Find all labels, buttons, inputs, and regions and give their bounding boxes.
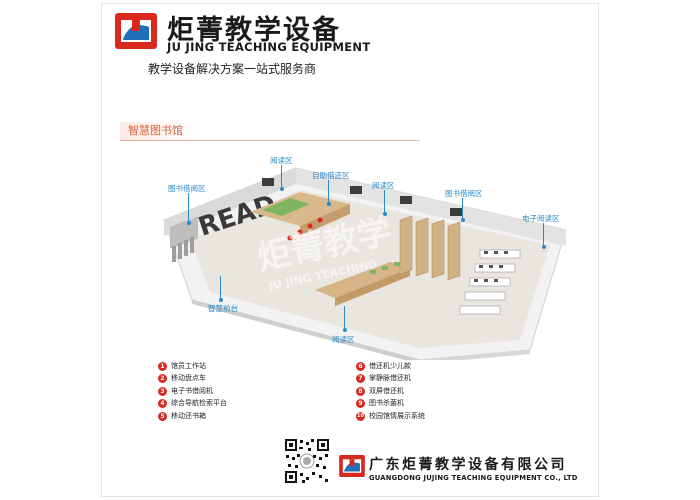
legend-item: 2 移动盘点车	[158, 373, 227, 386]
zone-leader	[218, 276, 223, 302]
legend-number: 5	[158, 411, 167, 421]
legend-number: 6	[356, 361, 365, 371]
legend-number: 9	[356, 399, 365, 409]
legend-right: 6 借还机少儿款 7 掌静脉借还机 8 双屏借还机 9 图书杀菌机 10 校园馆情展示系统	[356, 360, 425, 423]
slogan: 教学设备解决方案一站式服务商	[148, 62, 317, 76]
legend-number: 7	[356, 374, 365, 384]
legend-number: 8	[356, 386, 365, 396]
company-name-cn: 广东炬菁教学设备有限公司	[369, 457, 567, 473]
zone-label-smart-desk: 智慧前台	[208, 304, 238, 313]
zone-label-reading: 阅读区	[270, 156, 293, 165]
legend-label: 综合导航检索平台	[171, 399, 227, 408]
legend-item: 1 馆员工作站	[158, 360, 227, 373]
zone-label-book-lending-2: 图书借阅区	[445, 189, 483, 198]
legend-item: 9 图书杀菌机	[356, 398, 425, 411]
qr-code-icon	[283, 437, 331, 485]
library-floor-plan: READ 炬菁教学 JU JING TEACHING	[163, 167, 567, 360]
zone-leader	[541, 223, 546, 249]
legend-item: 5 移动还书箱	[158, 410, 227, 423]
legend-number: 3	[158, 386, 167, 396]
brand-name-cn: 炬菁教学设备	[167, 15, 341, 46]
brand-name-en: JU JING TEACHING EQUIPMENT	[167, 40, 371, 54]
section-title: 智慧图书馆	[128, 124, 183, 137]
zone-leader	[460, 198, 465, 222]
legend-item: 6 借还机少儿款	[356, 360, 425, 373]
legend-label: 移动还书箱	[171, 411, 206, 420]
zone-leader	[342, 306, 347, 332]
legend-label: 图书杀菌机	[369, 399, 404, 408]
brand-logo-icon	[115, 13, 157, 49]
company-logo-icon	[339, 455, 365, 477]
section-tab: 智慧图书馆	[120, 122, 420, 141]
legend-left: 1 馆员工作站 2 移动盘点车 3 电子书借阅机 4 综合导航检索平台 5 移动还书箱	[158, 360, 227, 423]
legend-label: 掌静脉借还机	[369, 374, 411, 383]
legend-label: 移动盘点车	[171, 374, 206, 383]
zone-label-book-lending: 图书借阅区	[168, 184, 206, 193]
zone-label-reading-2: 阅读区	[372, 181, 395, 190]
legend-number: 2	[158, 374, 167, 384]
zone-label-reading-3: 阅读区	[332, 335, 355, 344]
zone-label-e-reading: 电子阅读区	[522, 214, 560, 223]
legend-label: 双屏借还机	[369, 386, 404, 395]
zone-leader	[186, 193, 191, 225]
zone-leader	[279, 165, 284, 191]
company-name-en: GUANGDONG JUJING TEACHING EQUIPMENT CO.,…	[369, 474, 578, 482]
legend-label: 借还机少儿款	[369, 361, 411, 370]
legend-label: 校园馆情展示系统	[369, 411, 425, 420]
legend-item: 7 掌静脉借还机	[356, 373, 425, 386]
legend-number: 1	[158, 361, 167, 371]
legend-number: 10	[356, 411, 365, 421]
legend-label: 电子书借阅机	[171, 386, 213, 395]
legend-item: 8 双屏借还机	[356, 385, 425, 398]
zone-label-self-service: 自助借还区	[312, 171, 350, 180]
legend-item: 10 校园馆情展示系统	[356, 410, 425, 423]
legend-label: 馆员工作站	[171, 361, 206, 370]
zone-leader	[326, 180, 331, 206]
zone-leader	[382, 190, 387, 216]
legend-item: 4 综合导航检索平台	[158, 398, 227, 411]
legend-number: 4	[158, 399, 167, 409]
legend-item: 3 电子书借阅机	[158, 385, 227, 398]
